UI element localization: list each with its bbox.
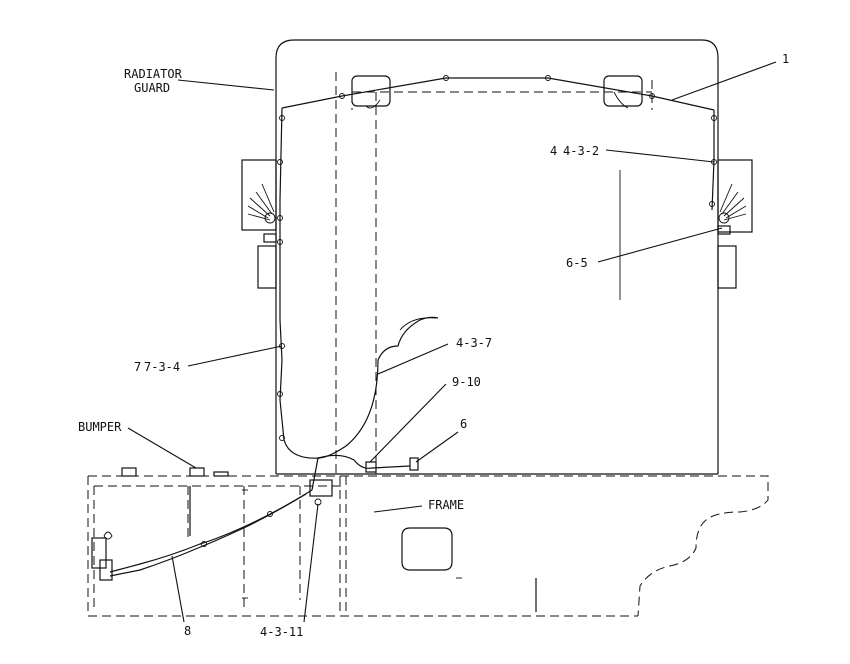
side-lamp-right [717,183,747,235]
frame-label: FRAME [428,498,464,512]
callout-9-10: 9-10 [452,375,481,389]
callout-6: 6 [460,417,467,431]
bumper-frame-details [91,467,537,612]
callout-1: 1 [782,52,789,66]
labels: RADIATOR GUARD 1 4 4-3-2 6-5 7 7-3-4 4-3… [78,52,789,639]
lamp-right [603,75,643,109]
callout-7-3-4: 7-3-4 [144,360,180,374]
hidden-lines [87,72,769,617]
callout-4-3-11: 4-3-11 [260,625,303,639]
lamp-left [351,75,391,109]
wiring-harness [109,75,717,577]
callout-6-5: 6-5 [566,256,588,270]
callout-8: 8 [184,624,191,638]
callout-4-3-2: 4-3-2 [563,144,599,158]
bumper-label: BUMPER [78,420,122,434]
callout-4-3-7: 4-3-7 [456,336,492,350]
callout-4-prefix: 4 [550,144,557,158]
callout-7-prefix: 7 [134,360,141,374]
leader-lines [127,61,777,623]
radiator-guard-label-line2: GUARD [134,81,170,95]
radiator-guard-outline [241,39,753,475]
radiator-guard-label-line1: RADIATOR [124,67,183,81]
side-lamp-left [247,183,277,243]
